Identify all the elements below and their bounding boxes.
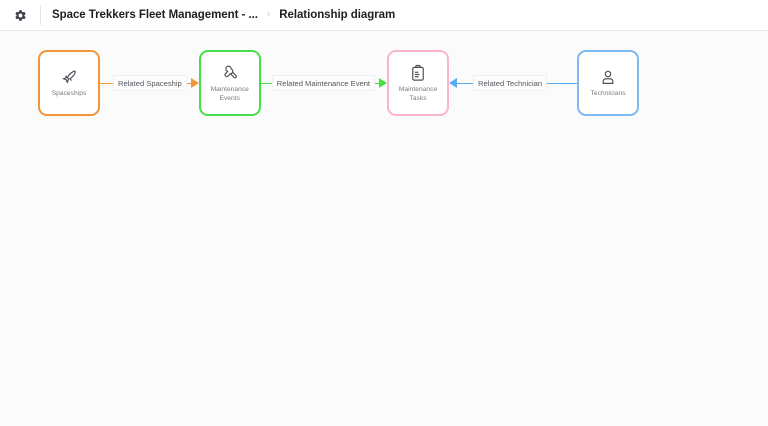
edge-line [457,82,474,84]
edge-label-related-maintenance-event[interactable]: Related Maintenance Event [271,75,376,91]
breadcrumb-current-page: Relationship diagram [279,9,396,21]
edge-label-related-spaceship[interactable]: Related Spaceship [113,75,187,91]
chevron-right-icon: › [266,8,271,20]
entity-node-technicians[interactable]: Technicians [577,50,640,116]
edge-line [375,82,380,84]
entity-node-label: Technicians [590,90,626,98]
clipboard-icon [408,63,428,83]
entity-node-label: Maintenance Tasks [398,85,438,102]
edge-related-spaceship: Related Spaceship [100,50,199,116]
edge-line [547,82,578,84]
entity-node-label: Spaceships [51,90,87,98]
edge-line [100,82,113,84]
edge-arrowhead-right [190,78,199,88]
gear-icon [14,9,27,22]
edge-related-maintenance-event: Related Maintenance Event [260,50,388,116]
edge-line [260,82,272,84]
entity-node-maintenance-tasks[interactable]: Maintenance Tasks [387,50,450,116]
relationship-diagram: Spaceships Related Spaceship Maintenance… [38,50,640,116]
breadcrumb: Space Trekkers Fleet Management - ... › … [52,9,395,21]
edge-arrowhead-left [449,78,458,88]
edge-arrowhead-right [379,78,388,88]
technician-icon [598,67,618,87]
entity-node-maintenance-events[interactable]: Maintenance Events [198,50,261,116]
entity-node-spaceships[interactable]: Spaceships [38,50,100,116]
spaceship-icon [59,67,79,87]
edge-related-technician: Related Technician [449,50,578,116]
edge-line [186,82,191,84]
app-header: Space Trekkers Fleet Management - ... › … [0,0,768,31]
wrench-icon [220,63,240,83]
settings-gear-button[interactable] [9,4,31,26]
header-divider [40,5,41,25]
edge-label-related-technician[interactable]: Related Technician [473,75,548,91]
breadcrumb-app-title[interactable]: Space Trekkers Fleet Management - ... [52,9,258,21]
entity-node-label: Maintenance Events [210,85,249,102]
diagram-canvas[interactable]: Spaceships Related Spaceship Maintenance… [0,31,768,426]
